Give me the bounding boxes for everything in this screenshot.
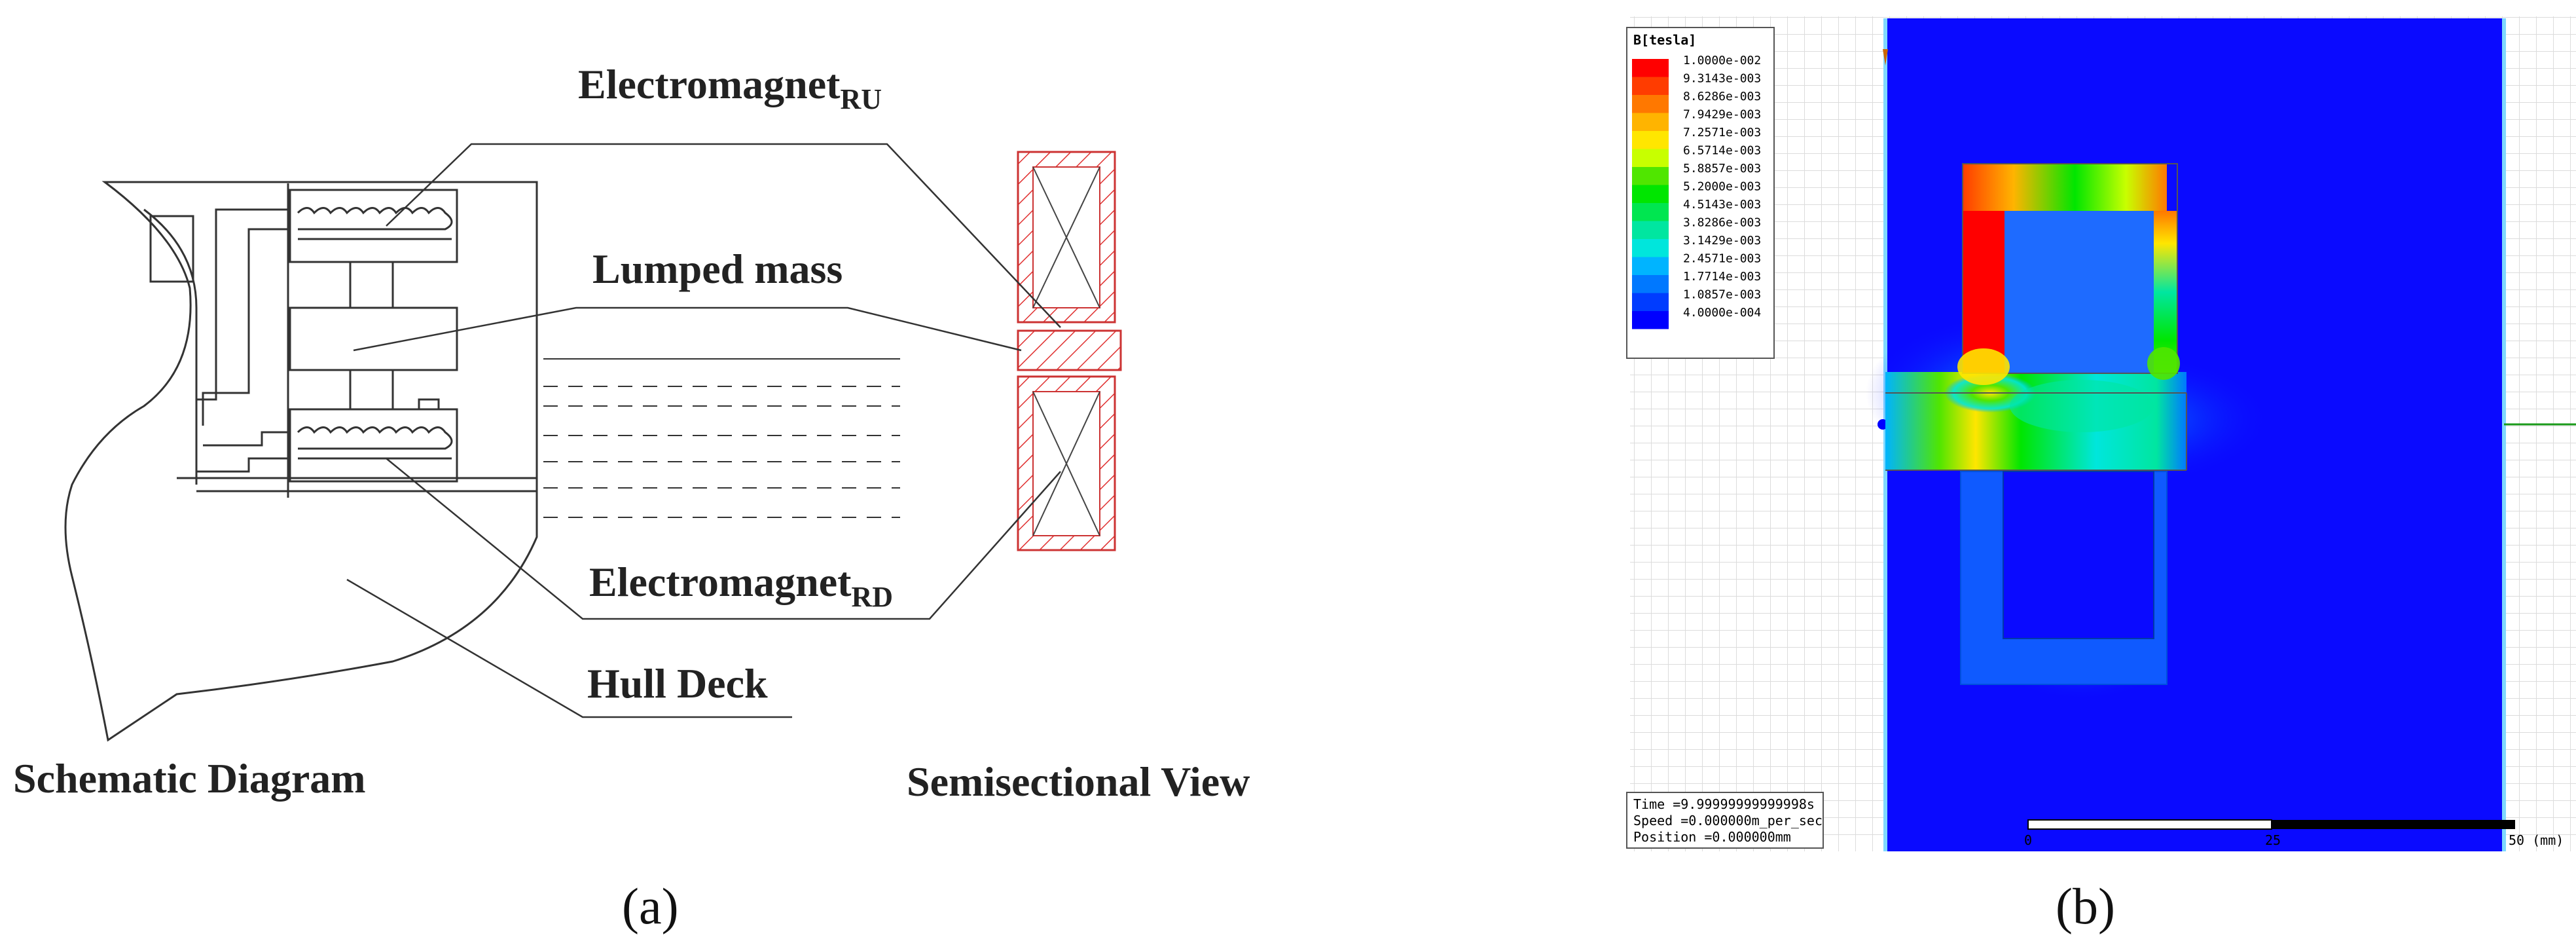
core-left-leg: [1963, 211, 2005, 373]
hull-outline: [64, 181, 538, 742]
legend-swatch: [1632, 77, 1669, 95]
label-electromagnet-ru: ElectromagnetRU: [578, 61, 882, 115]
panel-label-b: (b): [2056, 878, 2115, 935]
legend-value: 1.7714e-003: [1683, 270, 1761, 284]
svg-text:50 (mm): 50 (mm): [2509, 832, 2564, 848]
label-lumped-mass: Lumped mass: [592, 246, 843, 292]
legend-swatch: [1632, 239, 1669, 257]
legend-swatch: [1632, 131, 1669, 149]
electromagnet-rd-coil: [297, 426, 453, 460]
lumped-mass-block: [289, 306, 458, 371]
legend-value: 2.4571e-003: [1683, 252, 1761, 266]
legend-swatch: [1632, 293, 1669, 311]
legend-swatch: [1632, 257, 1669, 275]
legend-box: B[tesla] 1.0000e-002 9.3143e-003 8.6286e-0…: [1626, 27, 1775, 359]
semisectional-view: [1017, 151, 1122, 551]
caption-semisectional-view: Semisectional View: [907, 758, 1250, 805]
legend-swatch: [1632, 95, 1669, 113]
svg-text:0: 0: [2024, 832, 2032, 848]
info-time: Time =9.99999999999998s: [1633, 796, 1815, 812]
scale-bar: 0 25 50 (mm): [2024, 819, 2564, 848]
legend-swatch: [1632, 167, 1669, 185]
legend-value: 5.2000e-003: [1683, 180, 1761, 194]
legend-value: 1.0000e-002: [1683, 54, 1761, 67]
hull-small-rect: [149, 215, 194, 283]
legend-value: 3.1429e-003: [1683, 234, 1761, 248]
electromagnet-ru-body: [289, 189, 458, 263]
legend-value: 8.6286e-003: [1683, 90, 1761, 103]
legend-swatch: [1632, 185, 1669, 203]
legend-value: 1.0857e-003: [1683, 288, 1761, 302]
legend-value: 9.3143e-003: [1683, 72, 1761, 86]
info-box: Time =9.99999999999998s Speed =0.000000m…: [1626, 792, 1824, 849]
legend-swatch: [1632, 59, 1669, 77]
legend-value: 3.8286e-003: [1683, 216, 1761, 230]
core-right-leg: [2154, 211, 2177, 373]
label-electromagnet-rd: ElectromagnetRD: [589, 559, 893, 613]
electromagnet-rd-body: [289, 408, 458, 483]
caption-schematic-diagram: Schematic Diagram: [13, 755, 366, 802]
legend-swatch: [1632, 149, 1669, 167]
field-plot: [1630, 16, 2576, 851]
legend-swatch: [1632, 275, 1669, 293]
legend-value: 7.9429e-003: [1683, 108, 1761, 122]
info-position: Position =0.000000mm: [1633, 829, 1791, 845]
hull-inner-curve: [143, 208, 198, 485]
legend-swatch: [1632, 221, 1669, 239]
electromagnet-ru-coil: [297, 207, 453, 240]
leader-lines: [346, 143, 1061, 718]
label-hull-deck: Hull Deck: [587, 660, 768, 707]
legend-value: 6.5714e-003: [1683, 144, 1761, 158]
legend-value: 4.0000e-004: [1683, 306, 1761, 320]
legend-title: B[tesla]: [1633, 32, 1696, 48]
core-top-bar: [1963, 164, 2167, 211]
schematic-diagram: [64, 181, 900, 742]
legend-swatch: [1632, 203, 1669, 221]
legend-value: 5.8857e-003: [1683, 162, 1761, 176]
legend-swatch: [1632, 311, 1669, 329]
panel-label-a: (a): [622, 878, 679, 935]
legend-value: 7.2571e-003: [1683, 126, 1761, 139]
legend-value: 4.5143e-003: [1683, 198, 1761, 212]
svg-text:25: 25: [2265, 832, 2281, 848]
info-speed: Speed =0.000000m_per_sec: [1633, 813, 1823, 828]
legend-swatch: [1632, 113, 1669, 131]
